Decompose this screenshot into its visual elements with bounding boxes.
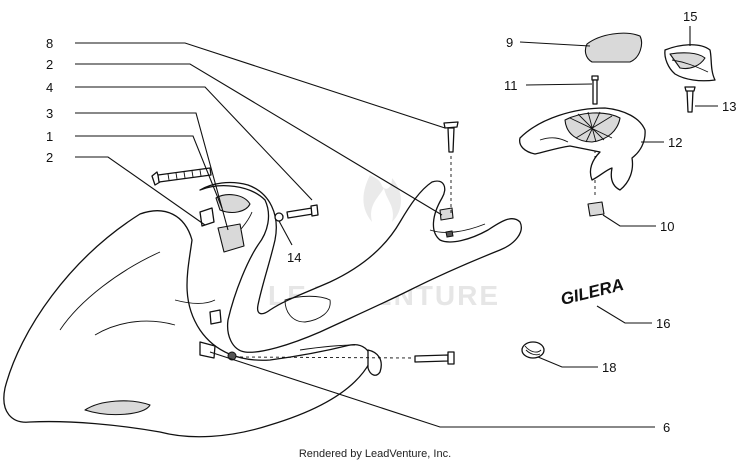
leader-1 [75, 135, 223, 209]
front-shield-panel [3, 210, 382, 438]
gilera-logo: GILERA [559, 275, 626, 309]
leader-4 [75, 86, 313, 201]
part-9-pad [584, 32, 643, 63]
callout-1: 1 [46, 129, 53, 144]
callout-12: 12 [668, 135, 682, 150]
leader-18 [537, 356, 598, 368]
callout-9: 9 [506, 35, 513, 50]
screw-6 [239, 351, 455, 365]
leader-3 [75, 112, 229, 231]
callout-2a: 2 [46, 57, 53, 72]
callout-6: 6 [663, 420, 670, 435]
leader-9 [519, 41, 591, 47]
callout-numbers: 8 2 4 3 1 2 14 6 9 15 11 13 12 10 16 18 [46, 9, 736, 435]
leg-shield [199, 180, 522, 361]
callout-8: 8 [46, 36, 53, 51]
callout-11: 11 [504, 78, 518, 93]
callout-14: 14 [287, 250, 301, 265]
bolt-left [151, 167, 212, 186]
leader-14 [278, 220, 293, 246]
leader-16 [596, 305, 652, 324]
callout-2b: 2 [46, 150, 53, 165]
screw-13 [684, 86, 696, 113]
leader-lines [75, 26, 718, 428]
leader-2a [75, 63, 443, 216]
callout-13: 13 [722, 99, 736, 114]
callout-4: 4 [46, 80, 53, 95]
part-15-cover [664, 44, 716, 82]
leader-8 [75, 42, 446, 129]
footer-credit: Rendered by LeadVenture, Inc. [298, 448, 452, 460]
callout-18: 18 [602, 360, 616, 375]
part-18-badge [521, 341, 545, 359]
callout-15: 15 [683, 9, 697, 24]
screw-8 [443, 121, 459, 216]
part-12-grab-rail [519, 107, 646, 191]
callout-10: 10 [660, 219, 674, 234]
gilera-logo-text: GILERA [559, 275, 626, 309]
leader-2b [75, 156, 206, 226]
leader-6 [209, 351, 655, 428]
callout-3: 3 [46, 106, 53, 121]
leader-10 [602, 214, 656, 227]
bolt-14 [274, 204, 319, 222]
callout-16: 16 [656, 316, 670, 331]
clip-10 [587, 201, 605, 217]
leader-11 [525, 83, 593, 86]
